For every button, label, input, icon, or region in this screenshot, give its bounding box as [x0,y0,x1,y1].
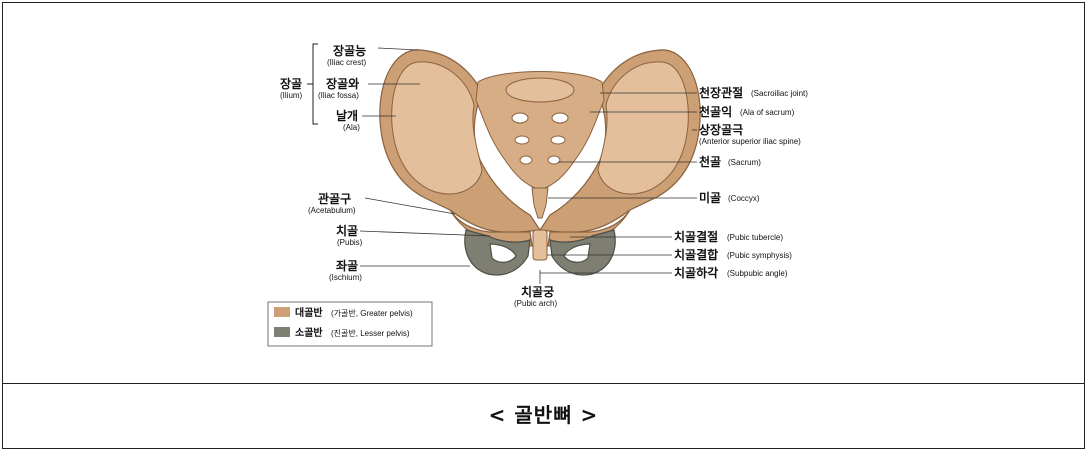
label-subpubic-angle: 치골하각 [674,265,718,280]
coccyx [532,188,548,218]
label-pubis: 치골 [336,223,358,238]
label-asis-en: (Anterior superior iliac spine) [699,137,801,146]
caption-divider [3,383,1084,384]
label-pubic-symphysis-en: (Pubic symphysis) [727,251,792,260]
label-iliac-fossa-en: (Iliac fossa) [318,91,359,100]
label-ala: 날개 [336,109,358,123]
label-iliac-fossa: 장골와 [326,76,359,91]
label-pubic-symphysis: 치골결합 [674,247,718,262]
legend-greater-ko: 대골반 [295,306,323,319]
label-ilium-en: (Ilium) [280,91,303,100]
label-iliac-crest: 장골능 [333,44,366,58]
legend-swatch-greater [274,307,290,317]
sacral-foramen [515,136,529,144]
pelvis-illustration [380,50,700,275]
label-subpubic-angle-en: (Subpubic angle) [727,269,788,278]
sacral-promontory [506,78,574,102]
label-sacrum-en: (Sacrum) [728,158,761,167]
label-pubic-tubercle: 치골결절 [674,229,718,244]
label-sacrum: 천골 [699,154,721,169]
label-acetabulum-en: (Acetabulum) [308,206,356,215]
sacral-foramen [512,113,528,123]
sacral-foramen [552,113,568,123]
label-pubis-en: (Pubis) [337,238,363,247]
label-asis: 상장골극 [699,122,743,137]
label-ischium-en: (Ischium) [329,273,362,282]
pelvis-diagram: 장골 (Ilium) 장골능 (Iliac crest) 장골와 (Iliac … [0,0,1089,380]
legend-lesser-ko: 소골반 [295,326,323,339]
label-sacroiliac-joint-en: (Sacroiliac joint) [751,89,808,98]
label-pubic-arch: 치골궁 [521,284,554,299]
legend-swatch-lesser [274,327,290,337]
label-coccyx: 미골 [699,190,721,205]
label-ala-of-sacrum: 천골익 [699,104,732,119]
label-acetabulum: 관골구 [318,191,351,206]
pubic-symphysis [533,230,547,260]
label-ischium: 좌골 [336,258,358,273]
label-coccyx-en: (Coccyx) [728,194,760,203]
label-pubic-tubercle-en: (Pubic tubercle) [727,233,783,242]
legend-greater-en: (가골반, Greater pelvis) [331,309,413,318]
ilium-bracket [313,44,318,124]
label-ala-of-sacrum-en: (Ala of sacrum) [740,108,795,117]
figure-caption: < 골반뼈 > [3,399,1084,428]
legend: 대골반 (가골반, Greater pelvis) 소골반 (진골반, Less… [268,302,432,346]
sacral-foramen [520,156,532,164]
label-ala-en: (Ala) [343,123,360,132]
label-ilium: 장골 [280,77,302,91]
label-pubic-arch-en: (Pubic arch) [514,299,557,308]
label-iliac-crest-en: (Iliac crest) [327,58,366,67]
sacral-foramen [551,136,565,144]
legend-lesser-en: (진골반, Lesser pelvis) [331,328,410,338]
label-sacroiliac-joint: 천장관절 [699,85,743,100]
sacral-foramen [548,156,560,164]
